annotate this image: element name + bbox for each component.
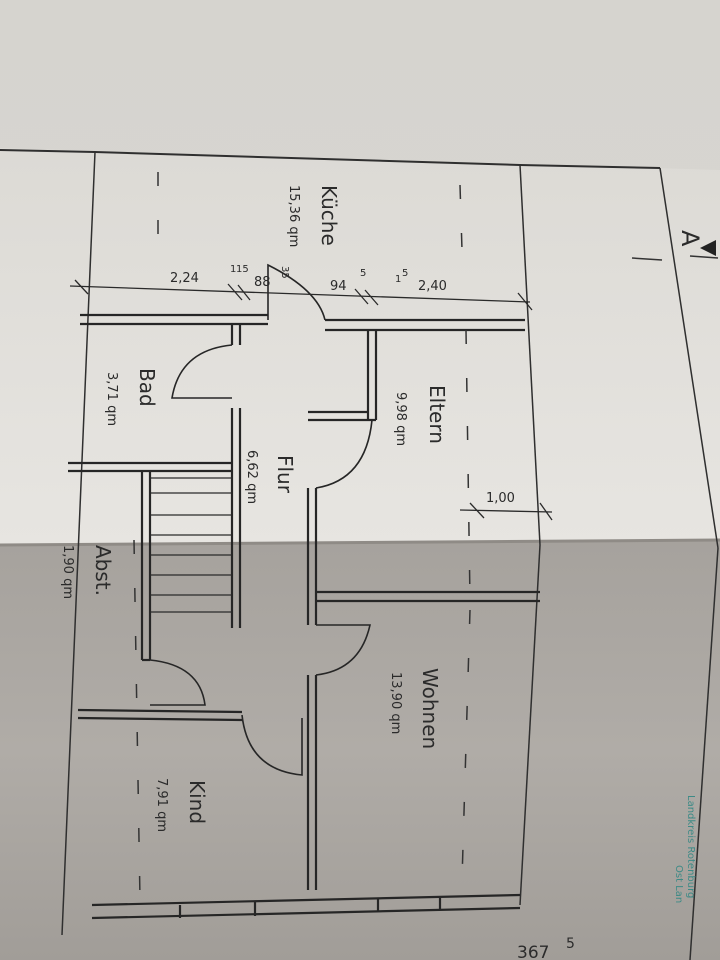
dim-label-5: 5	[360, 268, 366, 279]
room-name-flur: Flur	[273, 455, 297, 494]
room-name-kueche: Küche	[317, 185, 341, 246]
paper-fold	[0, 538, 720, 547]
room-area-eltern: 9,98 qm	[393, 392, 408, 446]
room-area-flur: 6,62 qm	[244, 450, 259, 504]
dim-label-15: 15	[236, 264, 249, 275]
margin-text-2: Ost Lan	[673, 865, 684, 903]
room-area-bad: 3,71 qm	[104, 372, 119, 426]
staircase	[150, 477, 232, 613]
room-name-eltern: Eltern	[425, 385, 449, 444]
room-name-abst: Abst.	[91, 545, 115, 596]
room-name-bad: Bad	[135, 368, 159, 407]
roof-slope-lines	[133, 172, 471, 901]
room-name-kind: Kind	[185, 780, 209, 824]
margin-text-1: Landkreis Rotenburg	[685, 795, 696, 898]
room-name-wohnen: Wohnen	[418, 668, 442, 749]
room-area-wohnen: 13,90 qm	[388, 672, 403, 734]
room-area-abst: 1,90 qm	[60, 545, 75, 599]
dim-label-2-24: 2,24	[170, 271, 199, 286]
page-number: 367	[517, 943, 549, 960]
room-area-kind: 7,91 qm	[154, 778, 169, 832]
dim-label-94: 94	[330, 279, 347, 294]
dim-label-1-00: 1,00	[486, 491, 515, 506]
paper-upper-half	[0, 148, 720, 545]
dimension-line	[69, 279, 553, 521]
walls	[68, 313, 540, 920]
paper-lower-half	[0, 540, 720, 960]
dim-label-88: 88	[254, 275, 271, 290]
dim-label-1-b: 1	[395, 274, 401, 285]
drawing-frame	[0, 149, 719, 960]
door-swings	[149, 263, 373, 776]
page-number-superscript: 5	[566, 936, 575, 952]
section-label: A	[676, 230, 704, 247]
dim-label-5-b: 5	[402, 268, 408, 279]
dim-label-2-40: 2,40	[418, 279, 447, 294]
section-arrow-icon	[700, 240, 716, 256]
section-marker	[631, 240, 719, 261]
dim-label-1-a: 1	[230, 264, 236, 275]
room-area-kueche: 15,36 qm	[286, 185, 301, 247]
dim-label-35: 35	[279, 266, 290, 279]
